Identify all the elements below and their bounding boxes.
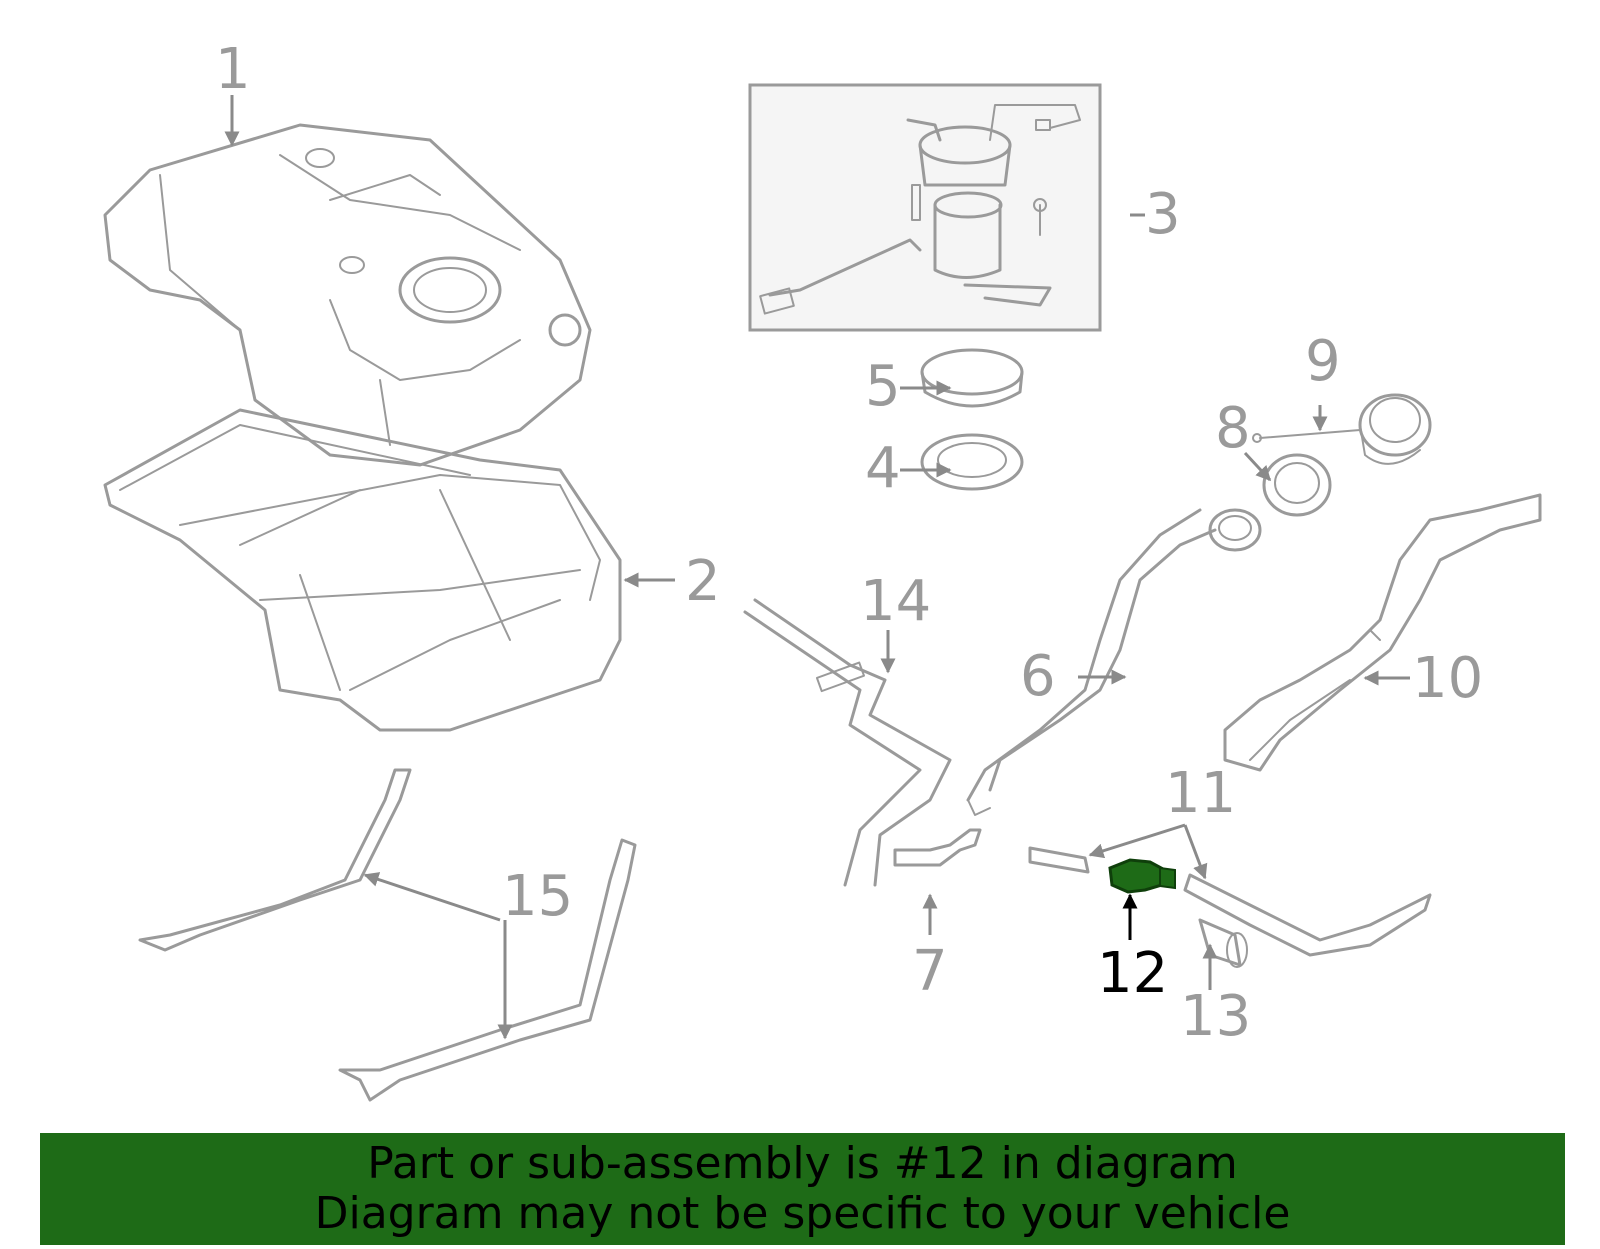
filler-shield-part — [1223, 493, 1542, 772]
vent-hose-part — [1028, 846, 1432, 957]
callout-11: 11 — [1165, 761, 1236, 826]
filler-ring-part — [1262, 453, 1332, 517]
banner-line-1: Part or sub-assembly is #12 in diagram — [367, 1138, 1238, 1189]
callout-4: 4 — [865, 436, 901, 501]
lock-ring-part — [920, 348, 1024, 408]
callout-15: 15 — [502, 864, 573, 929]
hose-part — [893, 828, 982, 867]
callout-6: 6 — [1020, 644, 1056, 709]
info-banner: Part or sub-assembly is #12 in diagram D… — [40, 1133, 1565, 1245]
seal-ring-part — [920, 433, 1024, 491]
callout-12: 12 — [1097, 941, 1168, 1006]
vent-tube-part — [743, 598, 952, 887]
callout-10: 10 — [1412, 646, 1483, 711]
callout-3: 3 — [1145, 182, 1181, 247]
callout-9: 9 — [1305, 329, 1341, 394]
callout-7: 7 — [912, 939, 948, 1004]
filler-pipe-part — [966, 508, 1262, 816]
fuel-pump-module-part — [748, 83, 1102, 332]
callout-1: 1 — [215, 37, 251, 102]
fuel-tank-part — [103, 123, 592, 467]
callout-5: 5 — [865, 354, 901, 419]
check-valve-part — [1108, 858, 1176, 894]
tank-shield-part — [103, 408, 622, 732]
tank-straps-part — [138, 768, 637, 1102]
callout-14: 14 — [860, 569, 931, 634]
banner-line-2: Diagram may not be specific to your vehi… — [314, 1188, 1291, 1239]
callout-2: 2 — [685, 549, 721, 614]
fuel-cap-part — [1252, 393, 1432, 465]
callout-8: 8 — [1215, 396, 1251, 461]
callout-13: 13 — [1180, 984, 1251, 1049]
sleeve-part — [1198, 918, 1248, 968]
